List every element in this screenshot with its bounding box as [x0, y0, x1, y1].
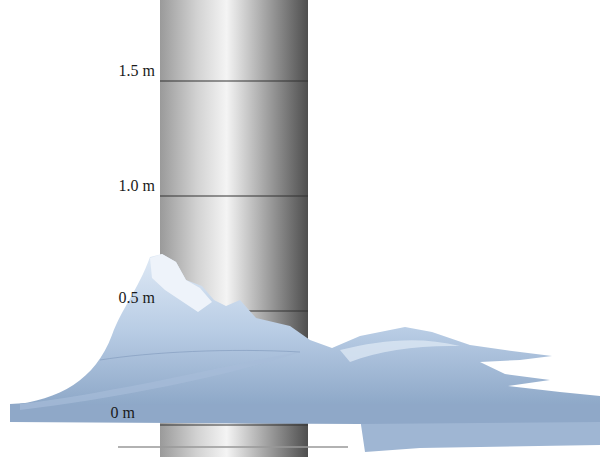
- scale-label: 1.0 m: [119, 178, 155, 194]
- tick-line: [160, 80, 308, 81]
- water-streak: [340, 340, 460, 362]
- water-ripple: [100, 350, 300, 360]
- scale-label: 1.5 m: [119, 63, 155, 79]
- ground-line: [118, 446, 348, 448]
- scale-label: 0.5 m: [119, 290, 155, 306]
- tick-line: [160, 424, 308, 425]
- water-splash: [10, 254, 600, 405]
- tick-line: [160, 195, 308, 196]
- water-streak: [20, 352, 300, 410]
- splash-crest: [150, 254, 212, 312]
- scale-label: 0 m: [111, 405, 135, 421]
